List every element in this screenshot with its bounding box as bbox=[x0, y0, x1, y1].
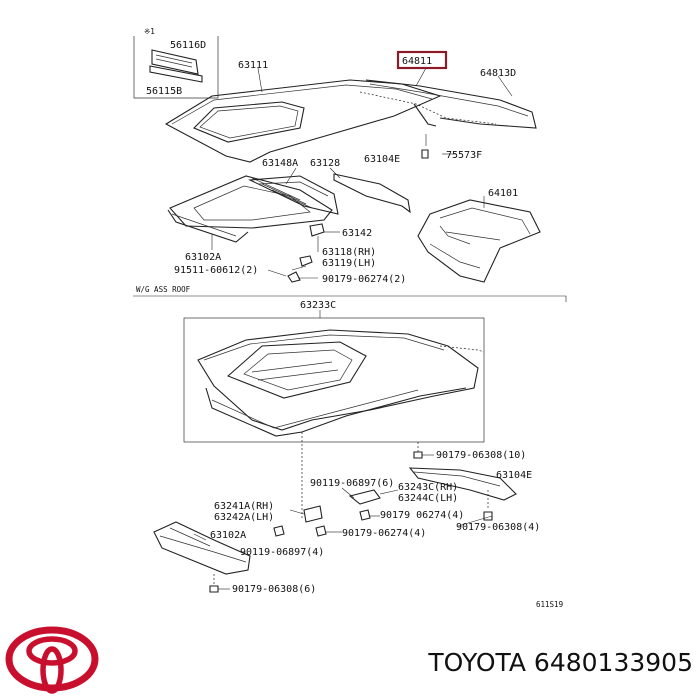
label-90179-06308-6: 90179-06308(6) bbox=[232, 584, 316, 595]
label-63233C: 63233C bbox=[300, 300, 336, 311]
label-63104E-top: 63104E bbox=[364, 154, 400, 165]
label-90119-6: 90119-06897(6) bbox=[310, 478, 394, 489]
label-90179-10: 90179-06308(10) bbox=[436, 450, 526, 461]
label-63111: 63111 bbox=[238, 60, 268, 71]
label-64813D: 64813D bbox=[480, 68, 516, 79]
label-90119-4: 90119-06897(4) bbox=[240, 547, 324, 558]
roof-bracket bbox=[287, 223, 340, 283]
note-top-label: ※1 bbox=[144, 27, 155, 36]
label-91511: 91511-60612(2) bbox=[174, 265, 258, 276]
label-63118: 63118(RH) bbox=[322, 247, 376, 258]
label-63242A: 63242A(LH) bbox=[214, 512, 274, 523]
front-header-panel bbox=[153, 521, 251, 593]
roof-bow bbox=[247, 175, 339, 215]
figure-code: 611S19 bbox=[536, 600, 563, 609]
label-63244C: 63244C(LH) bbox=[398, 493, 458, 504]
part-number-title: TOYOTA 6480133905 bbox=[428, 648, 693, 677]
label-90179-top: 90179-06274(2) bbox=[322, 274, 406, 285]
roof-assembly bbox=[197, 329, 485, 437]
label-63148A: 63148A bbox=[262, 158, 298, 169]
rear-body-panel: 64101 bbox=[417, 188, 541, 283]
label-56115B: 56115B bbox=[146, 86, 182, 97]
rear-header-panel bbox=[408, 467, 517, 527]
label-63102A-top: 63102A bbox=[185, 252, 221, 263]
side-bracket bbox=[273, 505, 342, 537]
inset-box: ※1 56116D 56115B bbox=[133, 27, 219, 99]
section-caption: W/G ASS ROOF bbox=[136, 285, 191, 294]
label-63243C: 63243C(RH) bbox=[398, 482, 458, 493]
roof-panel: 63111 bbox=[164, 60, 442, 163]
toyota-logo bbox=[5, 626, 99, 694]
label-90179-06308-4: 90179-06308(4) bbox=[456, 522, 540, 533]
roof-reinforcement: 63102A bbox=[167, 175, 333, 263]
assembly-box bbox=[183, 317, 485, 443]
label-56116D: 56116D bbox=[170, 40, 206, 51]
front-roof-bracket bbox=[341, 487, 399, 521]
label-64811: 64811 bbox=[402, 56, 432, 67]
label-75573F: 75573F bbox=[446, 150, 482, 161]
label-63128: 63128 bbox=[310, 158, 340, 169]
label-90179-06274-4a: 90179 06274(4) bbox=[380, 510, 464, 521]
section-divider bbox=[133, 295, 567, 302]
label-63142: 63142 bbox=[342, 228, 372, 239]
fastener-icon bbox=[413, 451, 423, 459]
label-90179-06274-4b: 90179-06274(4) bbox=[342, 528, 426, 539]
label-63102A-bot: 63102A bbox=[210, 530, 246, 541]
roof-side-rail bbox=[333, 173, 411, 214]
label-63119: 63119(LH) bbox=[322, 258, 376, 269]
label-63241A: 63241A(RH) bbox=[214, 501, 274, 512]
label-63104E-bot: 63104E bbox=[496, 470, 532, 481]
clip-icon bbox=[421, 149, 429, 159]
roof-moulding bbox=[359, 67, 537, 155]
label-64101: 64101 bbox=[488, 188, 518, 199]
highlight-box-64811 bbox=[396, 50, 448, 70]
